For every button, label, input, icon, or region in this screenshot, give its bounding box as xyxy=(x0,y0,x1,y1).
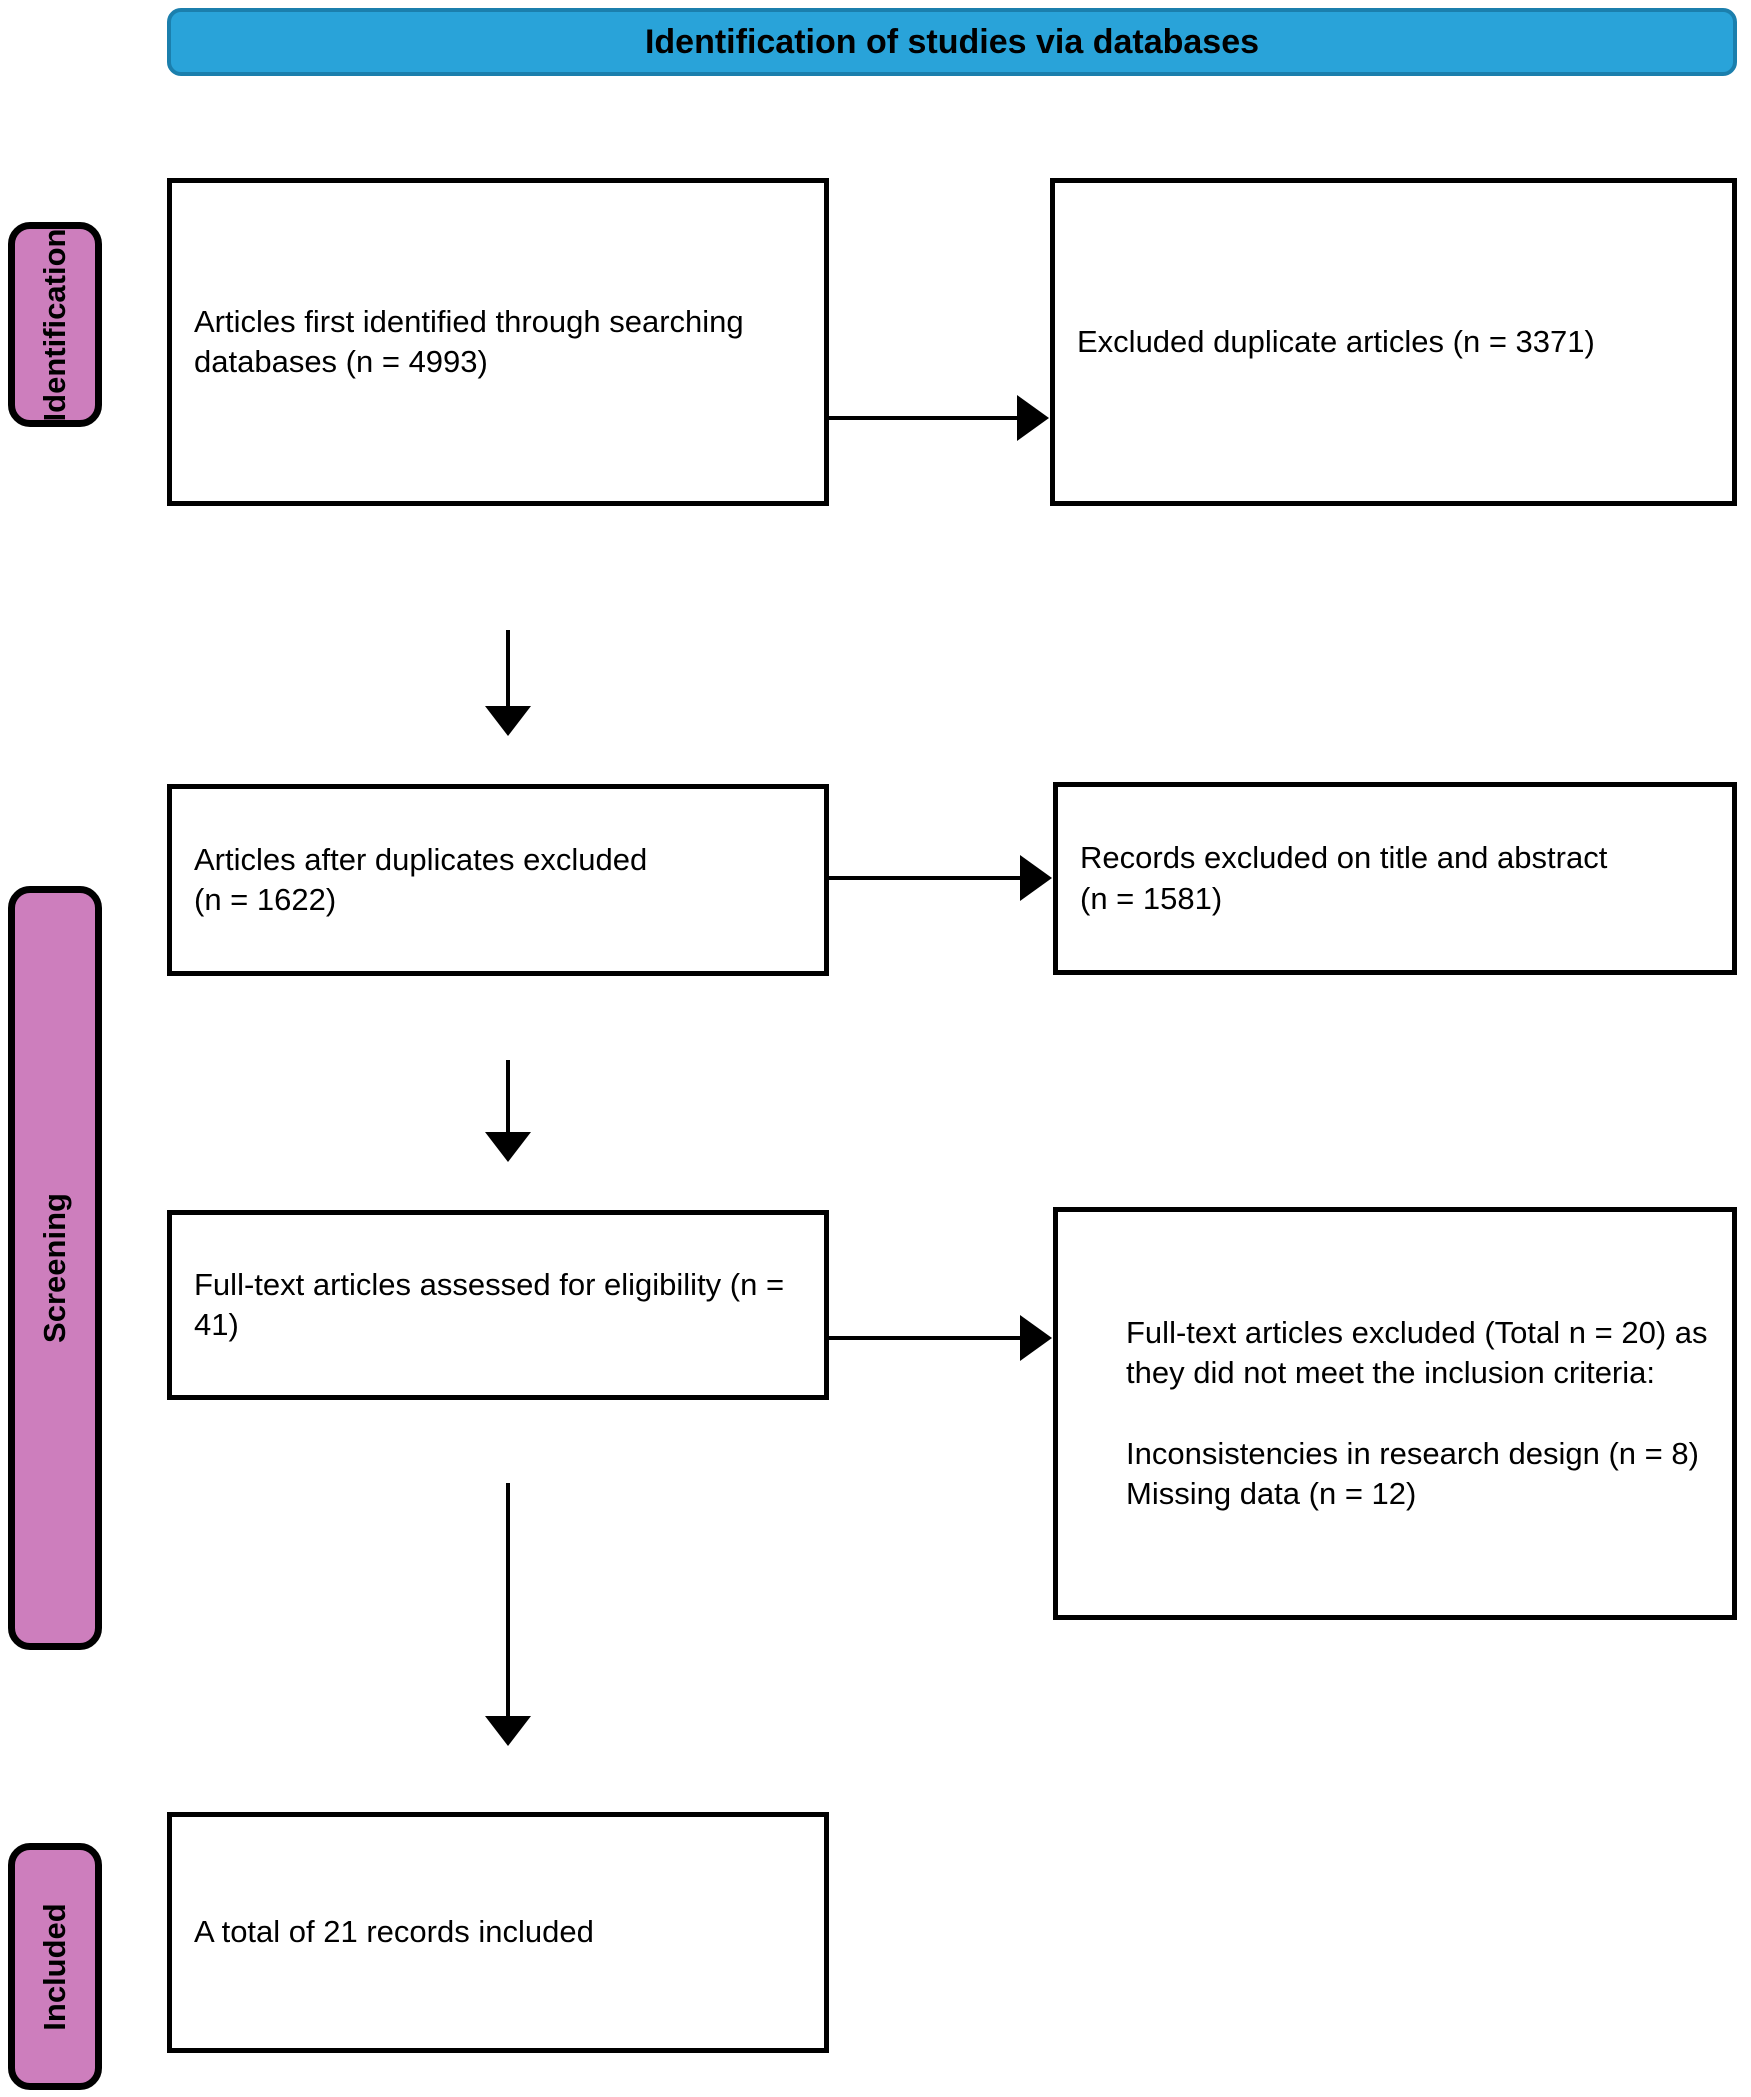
arrow-fulltext-assessed-to-included xyxy=(506,1483,510,1718)
box-records-identified-text: Articles first identified through search… xyxy=(194,303,744,379)
arrow-identified-to-duplicates-excluded xyxy=(829,416,1019,420)
arrow-after-duplicates-to-fulltext-assessed xyxy=(506,1060,510,1134)
box-duplicates-excluded-text: Excluded duplicate articles (n = 3371) xyxy=(1077,323,1595,359)
box-records-after-duplicates-text: Articles after duplicates excluded (n = … xyxy=(194,841,648,917)
box-records-identified: Articles first identified through search… xyxy=(167,178,829,506)
box-records-after-duplicates: Articles after duplicates excluded (n = … xyxy=(167,784,829,976)
stage-badge-screening-label: Screening xyxy=(37,1193,72,1343)
stage-badge-included: Included xyxy=(8,1843,102,2090)
box-duplicates-excluded: Excluded duplicate articles (n = 3371) xyxy=(1050,178,1737,506)
arrow-identified-to-after-duplicates xyxy=(506,630,510,708)
box-fulltext-assessed-text: Full-text articles assessed for eligibil… xyxy=(194,1266,785,1342)
stage-badge-included-label: Included xyxy=(37,1902,72,2031)
stage-badge-identification-label: Identification xyxy=(37,228,72,421)
banner-title: Identification of studies via databases xyxy=(644,22,1260,61)
arrow-fulltext-assessed-to-fulltext-excluded xyxy=(829,1336,1022,1340)
box-fulltext-excluded-text: Full-text articles excluded (Total n = 2… xyxy=(1126,1314,1708,1511)
box-records-excluded-title-abstract-text: Records excluded on title and abstract (… xyxy=(1080,840,1608,916)
arrow-after-duplicates-to-records-excluded xyxy=(829,876,1022,880)
box-records-included: A total of 21 records included xyxy=(167,1812,829,2053)
stage-badge-screening: Screening xyxy=(8,886,102,1650)
box-fulltext-assessed: Full-text articles assessed for eligibil… xyxy=(167,1210,829,1400)
box-fulltext-excluded: Full-text articles excluded (Total n = 2… xyxy=(1053,1207,1737,1620)
banner-identification-via-databases: Identification of studies via databases xyxy=(167,8,1737,76)
box-records-excluded-title-abstract: Records excluded on title and abstract (… xyxy=(1053,782,1737,975)
stage-badge-identification: Identification xyxy=(8,222,102,427)
box-records-included-text: A total of 21 records included xyxy=(194,1914,594,1950)
